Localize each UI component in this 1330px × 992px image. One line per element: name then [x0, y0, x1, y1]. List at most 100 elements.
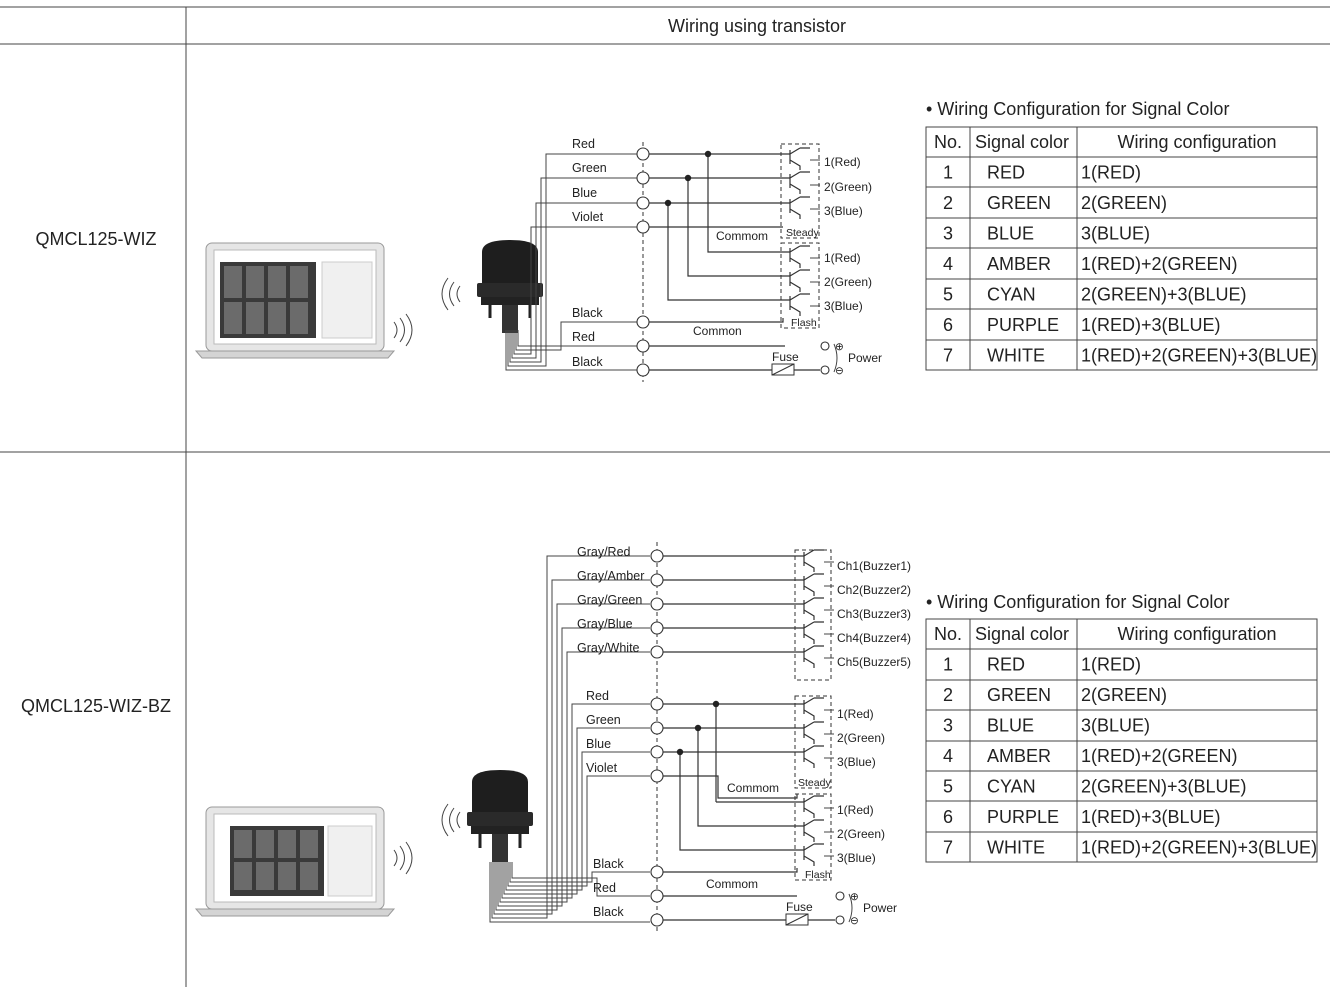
output-label: 2(Green)	[824, 180, 872, 194]
table-cell: GREEN	[987, 685, 1051, 705]
config-table-1: • Wiring Configuration for Signal Color …	[925, 99, 1318, 371]
wire-label: Red	[593, 881, 616, 895]
signal-tower-light-icon	[477, 240, 543, 333]
model-label-2: QMCL125-WIZ-BZ	[21, 696, 171, 716]
table-header-cell: Signal color	[975, 624, 1069, 644]
common-label: Common	[693, 324, 742, 338]
wifi-signal-icon	[393, 277, 461, 347]
wire-label: Black	[572, 306, 603, 320]
power-label: Power	[848, 351, 882, 365]
wire-label: Violet	[586, 761, 618, 775]
signal-tower-light-icon	[467, 770, 533, 862]
plus-icon: ⊕	[835, 341, 844, 353]
table-cell: 6	[943, 315, 953, 335]
wire-label: Black	[593, 857, 624, 871]
wire-label: Red	[586, 689, 609, 703]
config-table-2: • Wiring Configuration for Signal Color …	[925, 592, 1318, 863]
table-cell: BLUE	[987, 716, 1034, 736]
output-label: 1(Red)	[837, 803, 874, 817]
table-cell: 1(RED)+2(GREEN)	[1081, 746, 1238, 766]
output-label: 1(Red)	[824, 155, 861, 169]
transistor-icon	[803, 549, 824, 866]
table-cell: RED	[987, 655, 1025, 675]
table-cell: 1	[943, 163, 953, 183]
output-label: 2(Green)	[837, 731, 885, 745]
model-label-1: QMCL125-WIZ	[35, 229, 156, 249]
table-cell: 1(RED)+2(GREEN)+3(BLUE)	[1081, 346, 1317, 366]
wire-label: Blue	[572, 186, 597, 200]
table-title: • Wiring Configuration for Signal Color	[926, 592, 1229, 612]
minus-icon: ⊖	[850, 915, 859, 927]
steady-label: Steady	[798, 777, 831, 789]
table-cell: RED	[987, 163, 1025, 183]
table-cell: 7	[943, 838, 953, 858]
fuse-label: Fuse	[786, 900, 813, 914]
table-cell: PURPLE	[987, 315, 1059, 335]
table-cell: CYAN	[987, 777, 1036, 797]
transistor-icon	[789, 147, 810, 316]
wire-label: Gray/White	[577, 641, 640, 655]
output-label: 2(Green)	[837, 827, 885, 841]
table-cell: 2(GREEN)+3(BLUE)	[1081, 285, 1247, 305]
table-cell: 1	[943, 655, 953, 675]
table-cell: 4	[943, 746, 953, 766]
table-cell: 1(RED)+3(BLUE)	[1081, 315, 1221, 335]
steady-label: Steady	[786, 227, 819, 239]
header-title: Wiring using transistor	[668, 16, 846, 36]
wire-label: Green	[572, 161, 607, 175]
minus-icon: ⊖	[835, 365, 844, 377]
table-cell: 5	[943, 285, 953, 305]
wire-label: Gray/Green	[577, 593, 642, 607]
table-cell: 1(RED)+2(GREEN)	[1081, 254, 1238, 274]
wiring-diagram-1: Red Green Blue Violet Black Red Black	[505, 137, 882, 382]
wire-label: Gray/Red	[577, 545, 631, 559]
wire-label: Violet	[572, 210, 604, 224]
plus-icon: ⊕	[850, 891, 859, 903]
wire-label: Red	[572, 137, 595, 151]
table-cell: 3	[943, 716, 953, 736]
table-cell: WHITE	[987, 346, 1045, 366]
table-cell: 3	[943, 224, 953, 244]
output-label: Ch1(Buzzer1)	[837, 559, 911, 573]
wire-label: Blue	[586, 737, 611, 751]
table-cell: 2(GREEN)+3(BLUE)	[1081, 777, 1247, 797]
wiring-diagram-2: Gray/Red Gray/Amber Gray/Green Gray/Blue…	[489, 542, 911, 934]
commom-label: Commom	[706, 877, 758, 891]
flash-label: Flash	[791, 317, 817, 329]
table-cell: 1(RED)+3(BLUE)	[1081, 807, 1221, 827]
table-cell: PURPLE	[987, 807, 1059, 827]
wifi-signal-icon	[393, 803, 461, 875]
output-label: 2(Green)	[824, 275, 872, 289]
wire-label: Green	[586, 713, 621, 727]
table-cell: GREEN	[987, 193, 1051, 213]
table-cell: 7	[943, 346, 953, 366]
table-cell: 4	[943, 254, 953, 274]
table-header-cell: Wiring configuration	[1117, 624, 1276, 644]
table-cell: 2	[943, 685, 953, 705]
wire-label: Gray/Amber	[577, 569, 644, 583]
table-header-cell: No.	[934, 624, 962, 644]
wire-label: Gray/Blue	[577, 617, 633, 631]
table-cell: 1(RED)	[1081, 655, 1141, 675]
table-header-cell: Signal color	[975, 132, 1069, 152]
power-label: Power	[863, 901, 897, 915]
output-label: Ch2(Buzzer2)	[837, 583, 911, 597]
table-cell: 3(BLUE)	[1081, 224, 1150, 244]
wire-label: Black	[572, 355, 603, 369]
fuse-label: Fuse	[772, 350, 799, 364]
table-cell: CYAN	[987, 285, 1036, 305]
page-grid	[0, 6, 1330, 987]
output-label: 3(Blue)	[824, 299, 863, 313]
table-title: • Wiring Configuration for Signal Color	[926, 99, 1229, 119]
commom-label: Commom	[716, 229, 768, 243]
laptop-icon	[194, 806, 396, 917]
table-cell: 2(GREEN)	[1081, 685, 1167, 705]
output-label: Ch4(Buzzer4)	[837, 631, 911, 645]
output-label: 3(Blue)	[837, 851, 876, 865]
table-cell: BLUE	[987, 224, 1034, 244]
table-cell: 2(GREEN)	[1081, 193, 1167, 213]
wire-label: Black	[593, 905, 624, 919]
table-cell: WHITE	[987, 838, 1045, 858]
